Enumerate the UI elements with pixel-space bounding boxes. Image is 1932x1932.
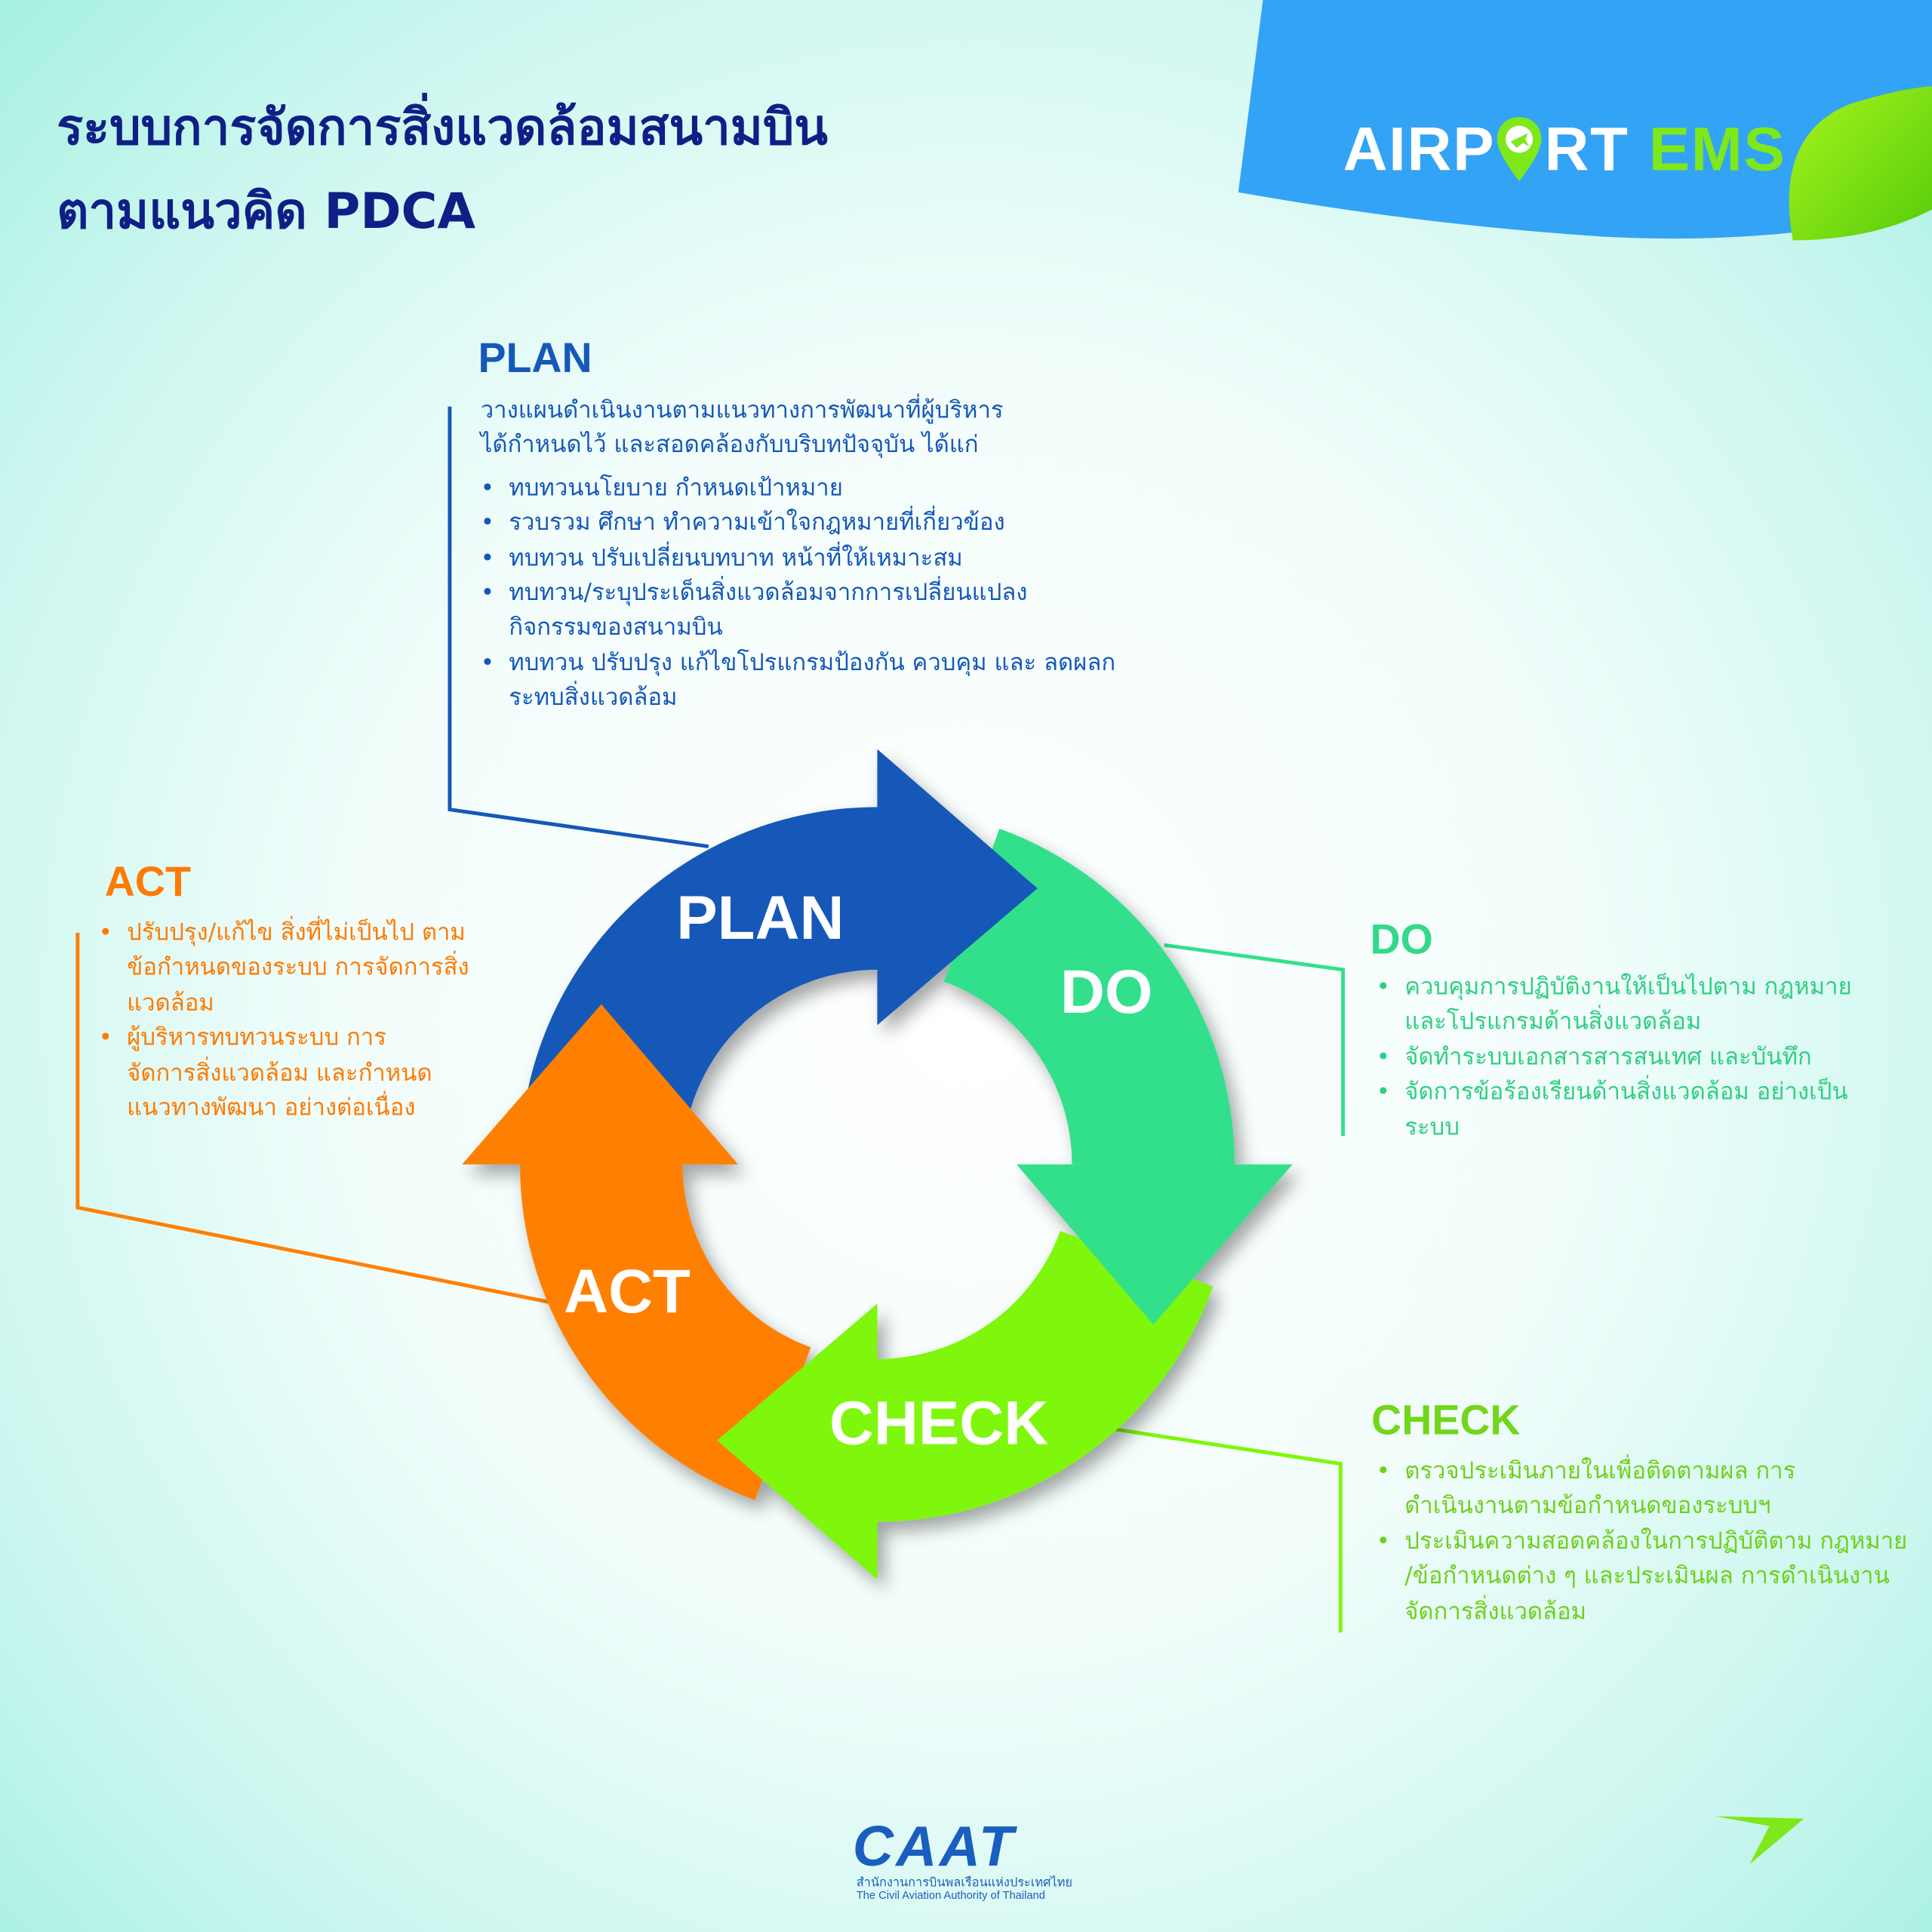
- check-item: ประเมินความสอดคล้องในการปฏิบัติตาม กฎหมา…: [1377, 1524, 1922, 1629]
- act-arrow-head: [462, 1004, 738, 1164]
- plan-item: ทบทวน/ระบุประเด็นสิ่งแวดล้อมจากการเปลี่ย…: [481, 575, 1100, 645]
- plan-connector-line: [448, 406, 709, 849]
- check-connector-line: [1115, 1427, 1343, 1633]
- plan-item: รวบรวม ศึกษา ทำความเข้าใจกฎหมายที่เกี่ยว…: [481, 506, 1125, 541]
- logo-text-ems: EMS: [1648, 114, 1786, 184]
- act-arrow-body: [519, 1164, 811, 1500]
- act-item: ปรับปรุง/แก้ไข สิ่งที่ไม่เป็นไป ตามข้อกำ…: [99, 915, 472, 1020]
- caat-swoosh-icon: [1715, 1816, 1804, 1865]
- do-item: จัดการข้อร้องเรียนด้านสิ่งแวดล้อม อย่างเ…: [1377, 1075, 1848, 1145]
- do-item: ควบคุมการปฏิบัติงานให้เป็นไปตาม กฎหมายแล…: [1377, 970, 1861, 1040]
- plan-item: ทบทวนนโยบาย กำหนดเป้าหมาย: [481, 470, 1125, 506]
- plan-intro-line: วางแผนดำเนินงานตามแนวทางการพัฒนาที่ผู้บร…: [480, 396, 1004, 424]
- plan-item: ทบทวน ปรับเปลี่ยนบทบาท หน้าที่ให้เหมาะสม: [481, 540, 1125, 576]
- caat-thai-name: สำนักงานการบินพลเรือนแห่งประเทศไทย: [856, 1876, 1073, 1890]
- check-description: ตรวจประเมินภายในเพื่อติดตามผล การดำเนินง…: [1377, 1454, 1922, 1629]
- logo-text-2: RT: [1544, 114, 1629, 184]
- do-connector-line: [1164, 943, 1346, 1137]
- cycle-label-plan: PLAN: [676, 883, 844, 953]
- do-item: จัดทำระบบเอกสารสารสนเทศ และบันทึก: [1377, 1040, 1861, 1075]
- plan-intro-line: ได้กำหนดไว้ และสอดคล้องกับบริบทปัจจุบัน …: [480, 432, 979, 460]
- do-heading: DO: [1370, 916, 1433, 964]
- plan-heading: PLAN: [478, 335, 592, 383]
- check-arrow-body: [877, 1231, 1214, 1522]
- do-description: ควบคุมการปฏิบัติงานให้เป็นไปตาม กฎหมายแล…: [1377, 970, 1861, 1145]
- leaf-shape: [1789, 86, 1932, 241]
- page-title-line1: ระบบการจัดการสิ่งแวดล้อมสนามบิน: [57, 100, 828, 157]
- plan-item: ทบทวน ปรับปรุง แก้ไขโปรแกรมป้องกัน ควบคุ…: [481, 645, 1125, 715]
- plan-description: วางแผนดำเนินงานตามแนวทางการพัฒนาที่ผู้บร…: [481, 393, 1125, 715]
- check-arrow-head: [717, 1303, 878, 1580]
- act-item: ผู้บริหารทบทวนระบบ การจัดการสิ่งแวดล้อม …: [99, 1020, 454, 1125]
- location-pin-plane-icon: [1497, 115, 1543, 183]
- act-description: ปรับปรุง/แก้ไข สิ่งที่ไม่เป็นไป ตามข้อกำ…: [99, 915, 472, 1125]
- airport-ems-logo: AIRP RT EMS: [1343, 113, 1786, 185]
- plan-arrow-head: [877, 749, 1038, 1026]
- cycle-label-do: DO: [1060, 957, 1153, 1026]
- act-connector-line: [75, 932, 552, 1305]
- caat-logo: CAAT: [852, 1814, 1016, 1878]
- do-arrow-body: [943, 828, 1235, 1164]
- brand-banner: [1238, 0, 1932, 239]
- do-arrow-head: [1016, 1164, 1293, 1325]
- cycle-label-check: CHECK: [829, 1388, 1049, 1458]
- check-heading: CHECK: [1371, 1397, 1521, 1444]
- act-heading: ACT: [104, 858, 191, 906]
- logo-text-1: AIRP: [1343, 114, 1496, 184]
- page-title-line2: ตามแนวคิด PDCA: [57, 183, 476, 241]
- check-item: ตรวจประเมินภายในเพื่อติดตามผล การดำเนินง…: [1377, 1454, 1848, 1524]
- caat-english-name: The Civil Aviation Authority of Thailand: [856, 1888, 1045, 1902]
- cycle-label-act: ACT: [564, 1257, 691, 1326]
